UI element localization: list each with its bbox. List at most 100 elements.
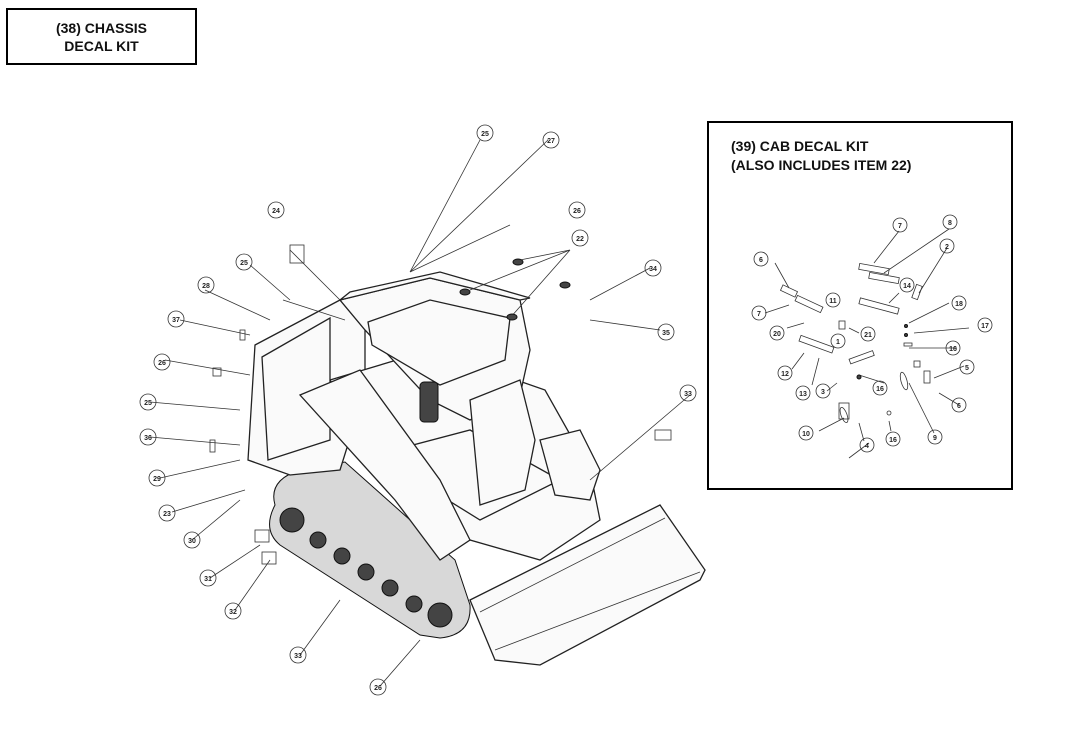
cab-callout-16-right: 16 [945,340,961,356]
svg-text:23: 23 [163,511,171,518]
cab-callout-6-left: 6 [753,251,769,267]
cab-kit-title: (39) CAB DECAL KIT (ALSO INCLUDES ITEM 2… [731,137,911,175]
callout-34: 34 [644,259,662,277]
svg-text:27: 27 [547,138,555,145]
cab-callout-1: 1 [830,333,846,349]
svg-text:18: 18 [955,301,963,308]
cab-callout-21: 21 [860,326,876,342]
svg-text:28: 28 [202,283,210,290]
callout-27: 27 [542,131,560,149]
cab-callout-13: 13 [795,385,811,401]
svg-text:10: 10 [802,431,810,438]
cab-callout-14: 14 [899,277,915,293]
svg-text:25: 25 [240,260,248,267]
svg-text:33: 33 [294,653,302,660]
callout-35: 35 [657,323,675,341]
callout-26-top: 26 [568,201,586,219]
callout-36: 36 [139,428,157,446]
decal-markers [209,244,672,565]
chassis-kit-line1: (38) CHASSIS [55,19,148,36]
svg-text:29: 29 [153,476,161,483]
svg-text:16: 16 [889,437,897,444]
cab-callout-4: 4 [859,437,875,453]
svg-text:31: 31 [204,576,212,583]
cab [338,271,536,506]
svg-text:25: 25 [144,400,152,407]
svg-text:2: 2 [945,244,949,251]
cab-callout-3: 3 [815,383,831,399]
callout-33-bottom: 33 [289,646,307,664]
cab-part-shapes [779,262,931,423]
callout-25-top: 25 [476,124,494,142]
svg-text:16: 16 [876,386,884,393]
svg-text:24: 24 [272,208,280,215]
chassis-kit-line2: DECAL KIT [64,37,139,54]
svg-text:8: 8 [948,220,952,227]
svg-text:21: 21 [864,332,872,339]
cab-callout-17: 17 [977,317,993,333]
svg-text:35: 35 [662,330,670,337]
svg-text:34: 34 [649,266,657,273]
svg-text:4: 4 [865,443,869,450]
svg-text:13: 13 [799,391,807,398]
svg-text:25: 25 [481,131,489,138]
callout-23: 23 [158,504,176,522]
callout-37: 37 [167,310,185,328]
callout-31: 31 [199,569,217,587]
svg-text:20: 20 [773,331,781,338]
svg-text:26: 26 [573,208,581,215]
callout-29: 29 [148,469,166,487]
callout-25-left: 25 [235,253,253,271]
callout-30: 30 [183,531,201,549]
callout-26-bottom: 26 [369,678,387,696]
svg-text:6: 6 [957,403,961,410]
svg-text:16: 16 [949,346,957,353]
callout-leaders [149,139,691,687]
cab-kit-line2: (ALSO INCLUDES ITEM 22) [731,157,912,173]
callout-28: 28 [197,276,215,294]
chassis-decal-kit-label: (38) CHASSIS DECAL KIT [6,8,197,65]
cab-decal-parts-drawing: 7 8 6 2 7 11 14 18 20 21 17 1 16 12 5 13… [751,214,993,459]
svg-text:17: 17 [981,323,989,330]
callout-22: 22 [571,229,589,247]
svg-text:12: 12 [781,371,789,378]
cab-callout-20: 20 [769,325,785,341]
cab-callout-16-bottom: 16 [885,431,901,447]
svg-text:33: 33 [684,391,692,398]
track-assembly [269,461,471,639]
svg-text:30: 30 [188,538,196,545]
callout-bubbles: 25 27 26 24 22 25 28 34 37 35 26 25 36 2… [139,124,697,696]
cab-callout-18: 18 [951,295,967,311]
callout-32: 32 [224,602,242,620]
svg-text:22: 22 [576,236,584,243]
svg-text:7: 7 [757,311,761,318]
svg-text:14: 14 [903,283,911,290]
bucket [469,504,706,666]
svg-text:11: 11 [829,298,837,305]
cab-callout-bubbles: 7 8 6 2 7 11 14 18 20 21 17 1 16 12 5 13… [751,214,993,453]
svg-text:1: 1 [836,339,840,346]
cab-callout-16-mid: 16 [872,380,888,396]
callout-25-mid: 25 [139,393,157,411]
svg-text:26: 26 [374,685,382,692]
svg-text:7: 7 [898,223,902,230]
cab-callout-5: 5 [959,359,975,375]
callout-26-left: 26 [153,353,171,371]
cab-callout-8: 8 [942,214,958,230]
cab-callout-6-right: 6 [951,397,967,413]
cab-callout-12: 12 [777,365,793,381]
svg-text:37: 37 [172,317,180,324]
cab-callout-9: 9 [927,429,943,445]
track-rollers [279,507,453,628]
svg-text:26: 26 [158,360,166,367]
svg-text:6: 6 [759,257,763,264]
callout-33-right: 33 [679,384,697,402]
cab-callout-10: 10 [798,425,814,441]
svg-text:3: 3 [821,389,825,396]
cab-callout-11: 11 [825,292,841,308]
cab-callout-2: 2 [939,238,955,254]
svg-text:9: 9 [933,435,937,442]
svg-text:32: 32 [229,609,237,616]
svg-text:5: 5 [965,365,969,372]
